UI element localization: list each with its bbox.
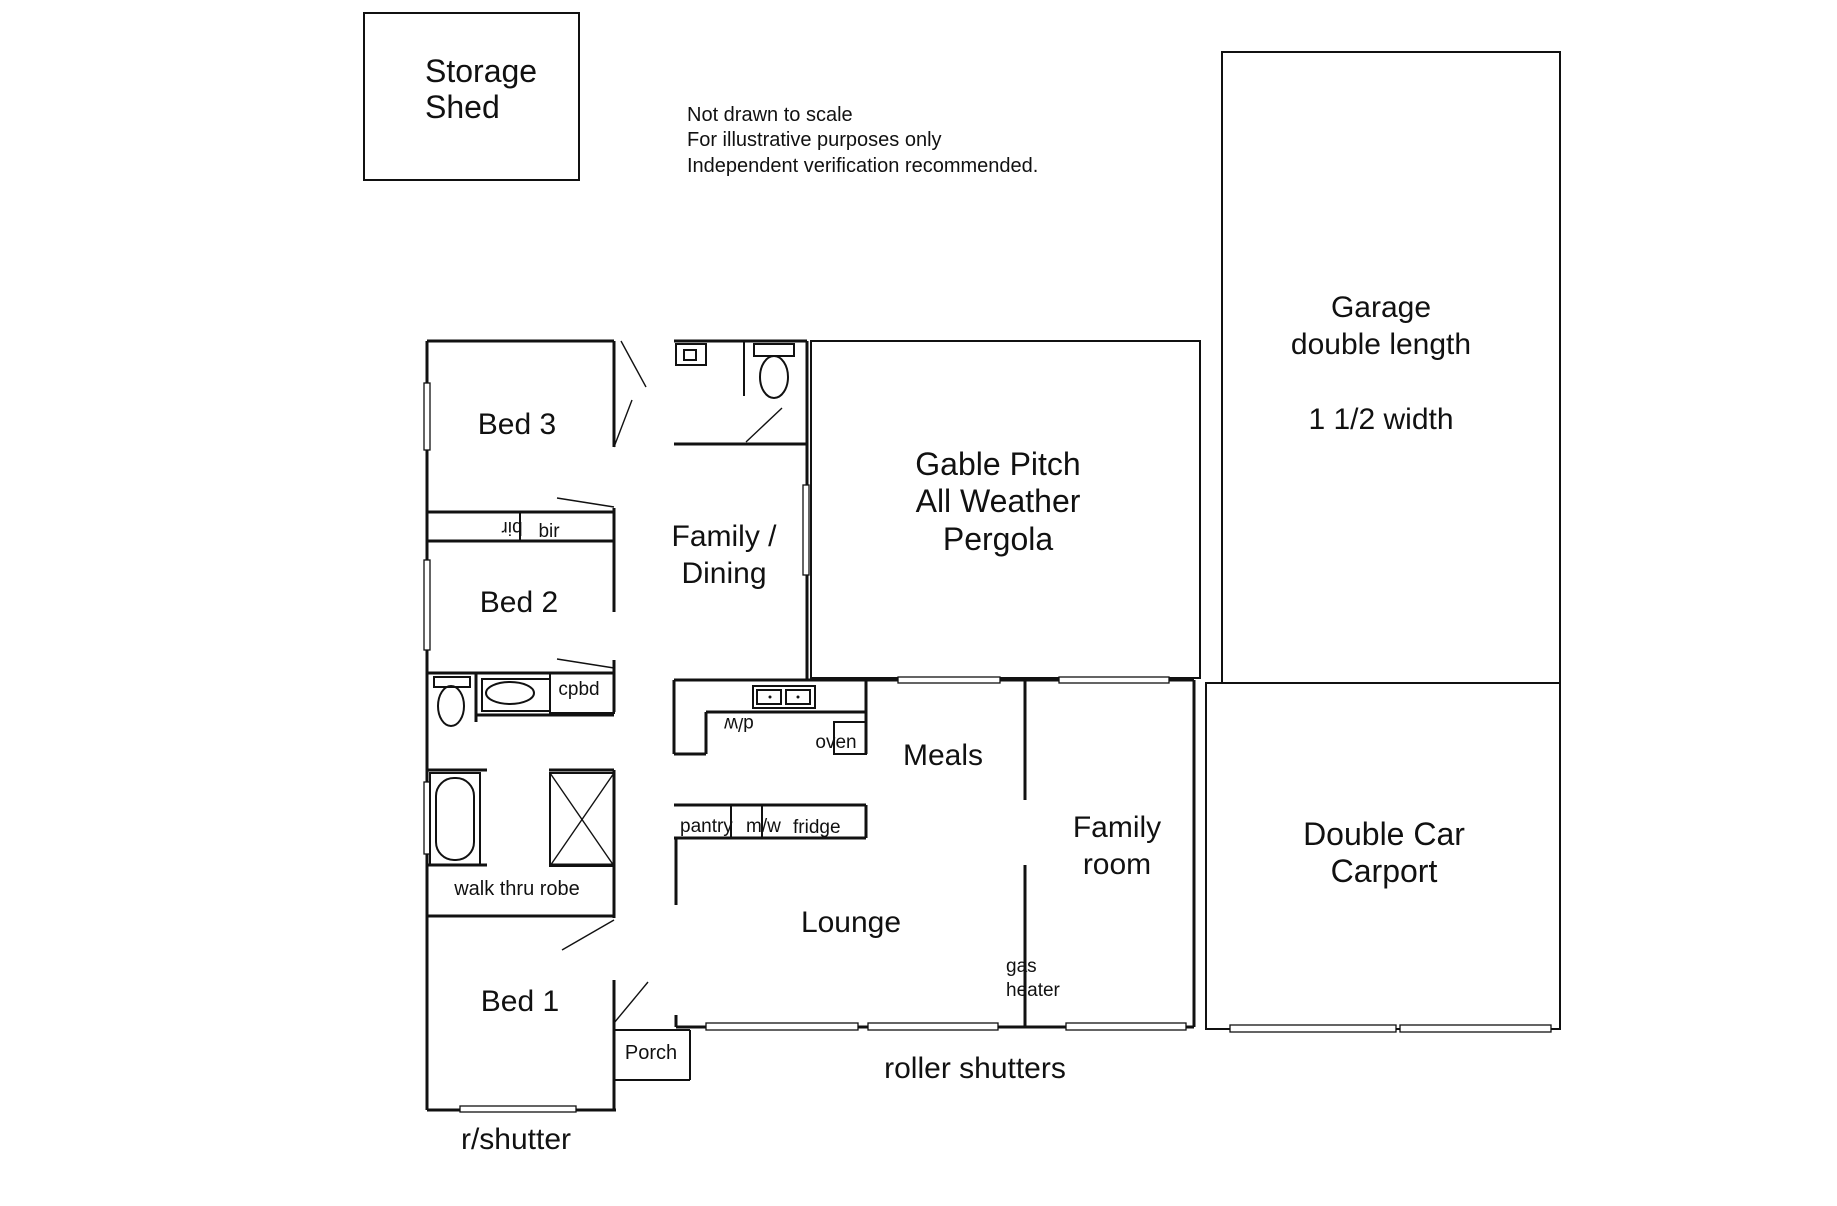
disclaimer-note: Independent verification recommended. bbox=[687, 155, 1038, 177]
bedroom-wing-walls bbox=[423, 339, 647, 1113]
ensuite bbox=[427, 768, 615, 951]
porch bbox=[613, 981, 691, 1081]
bed3-label: Bed 3 bbox=[478, 408, 556, 441]
garage-label: 1 1/2 width bbox=[1308, 403, 1453, 436]
family-room-label: room bbox=[1083, 848, 1151, 881]
family-dining-label: Dining bbox=[681, 557, 766, 590]
storage-shed-label: Shed bbox=[425, 89, 500, 125]
storage-shed-label: Storage bbox=[425, 53, 537, 89]
porch-label: Porch bbox=[625, 1042, 677, 1064]
carport bbox=[1205, 682, 1561, 1033]
pergola-label: Gable Pitch bbox=[915, 446, 1080, 482]
family-dining-label: Family / bbox=[672, 520, 778, 553]
cpbd-label: cpbd bbox=[558, 679, 599, 700]
gas-heater-label: gas bbox=[1006, 956, 1037, 977]
bir-label: bir bbox=[501, 517, 523, 538]
disclaimer-note: Not drawn to scale bbox=[687, 104, 853, 126]
walk-thru-robe-label: walk thru robe bbox=[453, 878, 580, 900]
bed2-label: Bed 2 bbox=[480, 586, 558, 619]
gas-heater-label: heater bbox=[1006, 980, 1061, 1001]
pantry-label: pantry bbox=[680, 816, 733, 837]
disclaimer-note: For illustrative purposes only bbox=[687, 129, 942, 151]
bed1-label: Bed 1 bbox=[481, 985, 559, 1018]
kitchen bbox=[672, 678, 868, 840]
family-dining-walls bbox=[802, 444, 810, 680]
family-room-label: Family bbox=[1073, 811, 1161, 844]
bathroom bbox=[433, 672, 615, 727]
r-shutter-label: r/shutter bbox=[461, 1123, 571, 1156]
oven-label: oven bbox=[815, 732, 856, 753]
fridge-label: fridge bbox=[793, 817, 841, 838]
lounge-label: Lounge bbox=[801, 906, 901, 939]
pergola-label: Pergola bbox=[943, 521, 1054, 557]
garage-label: Garage bbox=[1331, 291, 1431, 324]
carport-label: Double Car bbox=[1303, 816, 1465, 852]
carport-label: Carport bbox=[1331, 853, 1438, 889]
storage-shed bbox=[363, 12, 580, 181]
living-walls bbox=[674, 676, 1196, 1031]
meals-label: Meals bbox=[903, 739, 983, 772]
bir-label: bir bbox=[538, 521, 560, 542]
garage-label: double length bbox=[1291, 328, 1471, 361]
roller-shutters-label: roller shutters bbox=[884, 1052, 1066, 1085]
dishwasher-label: d/w bbox=[724, 713, 754, 734]
microwave-label: m/w bbox=[746, 816, 781, 837]
laundry-wc bbox=[674, 339, 809, 446]
pergola-label: All Weather bbox=[916, 483, 1081, 519]
garage bbox=[1221, 51, 1561, 684]
